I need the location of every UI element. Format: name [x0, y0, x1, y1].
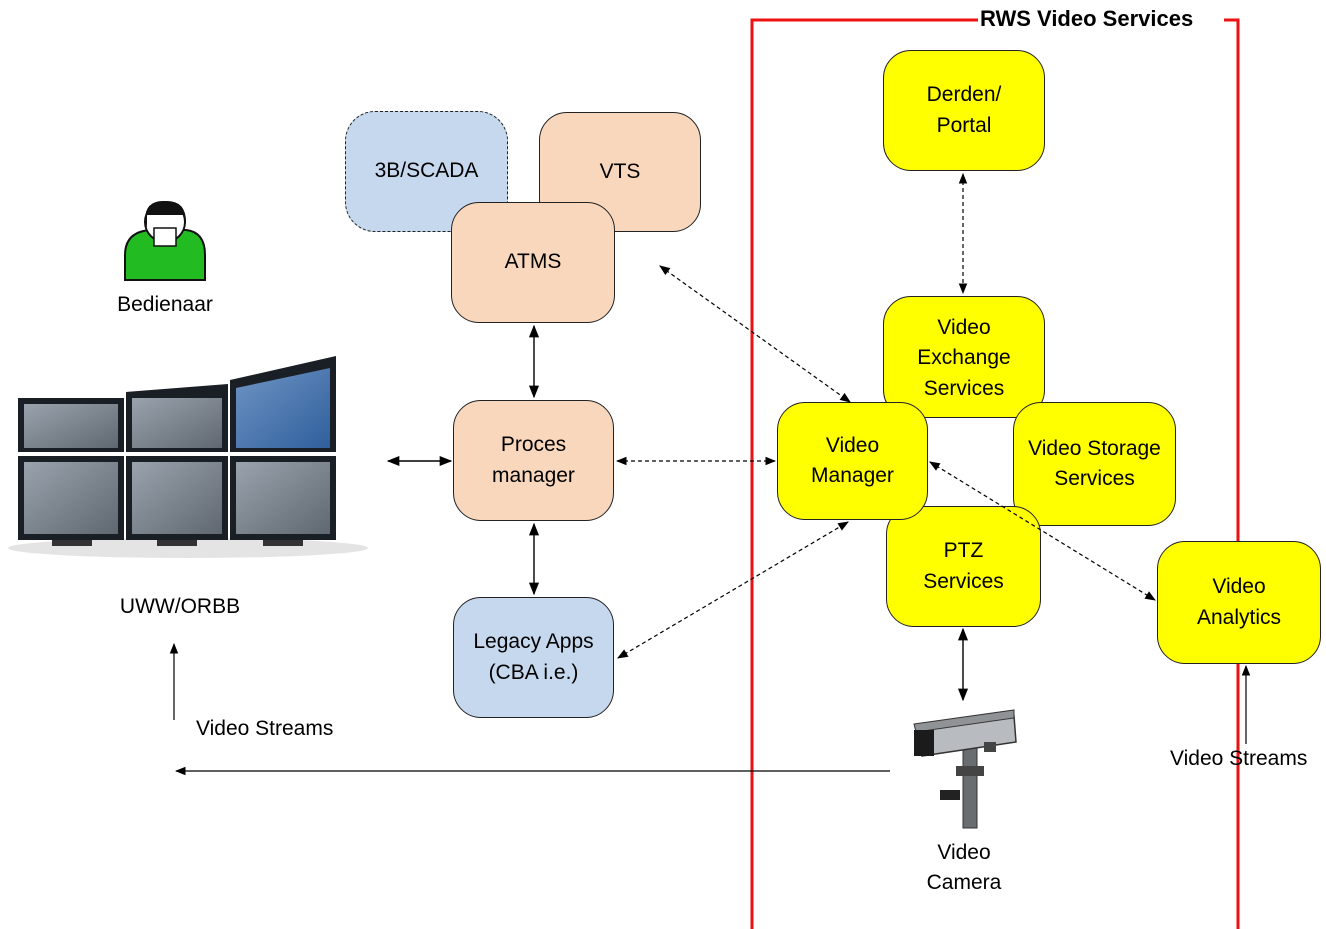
video-exchange-node: Video Exchange Services [883, 296, 1045, 418]
atms-node: ATMS [451, 202, 615, 323]
derden-portal-node: Derden/ Portal [883, 50, 1045, 171]
streams-right-label: Video Streams [1170, 747, 1308, 770]
video-storage-node: Video Storage Services [1013, 402, 1176, 526]
camera-label: Video Camera [926, 841, 1002, 895]
proces-manager-node: Proces manager [453, 400, 614, 521]
video-manager-node: Video Manager [777, 402, 928, 520]
legacy-apps-node: Legacy Apps (CBA i.e.) [453, 597, 614, 718]
operator-label: Bedienaar [117, 293, 213, 316]
video-analytics-node: Video Analytics [1157, 541, 1321, 664]
scada-node: 3B/SCADA [345, 111, 508, 232]
frame-title: RWS Video Services [978, 6, 1196, 32]
streams-left-label: Video Streams [196, 717, 334, 740]
video-wall-label: UWW/ORBB [119, 595, 241, 618]
ptz-services-node: PTZ Services [886, 506, 1041, 627]
